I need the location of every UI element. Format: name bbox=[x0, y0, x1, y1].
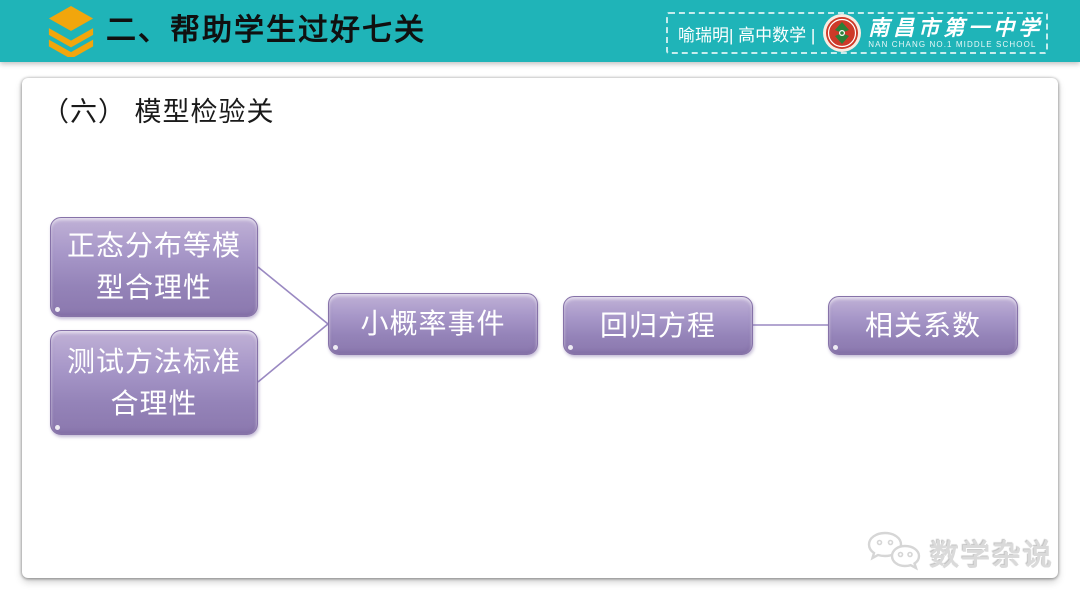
author-info: 喻瑞明| 高中数学 | bbox=[678, 25, 816, 45]
flowchart-box-regression-equation: 回归方程 bbox=[563, 296, 753, 355]
section-title: （六） 模型检验关 bbox=[42, 97, 275, 127]
watermark: 数学杂说 bbox=[863, 530, 1054, 576]
flowchart-box-test-method: 测试方法标准合理性 bbox=[50, 330, 258, 435]
slide-content-card: （六） 模型检验关 正态分布等模型合理性 测试方法标准合理性 小概率事件 回归方… bbox=[22, 78, 1058, 578]
school-name-en: NAN CHANG NO.1 MIDDLE SCHOOL bbox=[868, 40, 1037, 50]
layers-icon bbox=[48, 6, 94, 57]
flowchart-box-normal-distribution: 正态分布等模型合理性 bbox=[50, 217, 258, 317]
school-name: 南昌市第一中学 bbox=[868, 16, 1044, 40]
school-text: 南昌市第一中学 NAN CHANG NO.1 MIDDLE SCHOOL bbox=[868, 17, 1043, 49]
header-bar: 二、帮助学生过好七关 喻瑞明| 高中数学 | 南昌市第一中学 NAN CHANG… bbox=[0, 0, 1080, 62]
watermark-text: 数学杂说 bbox=[929, 540, 1054, 572]
flowchart-box-small-probability: 小概率事件 bbox=[328, 293, 538, 355]
school-logo-icon bbox=[823, 14, 862, 52]
slide-header-title: 二、帮助学生过好七关 bbox=[106, 14, 426, 47]
wechat-icon bbox=[867, 531, 921, 571]
flowchart-box-correlation-coefficient: 相关系数 bbox=[828, 296, 1018, 355]
presenter-info-box: 喻瑞明| 高中数学 | 南昌市第一中学 NAN CHANG NO.1 MIDDL… bbox=[666, 12, 1048, 54]
